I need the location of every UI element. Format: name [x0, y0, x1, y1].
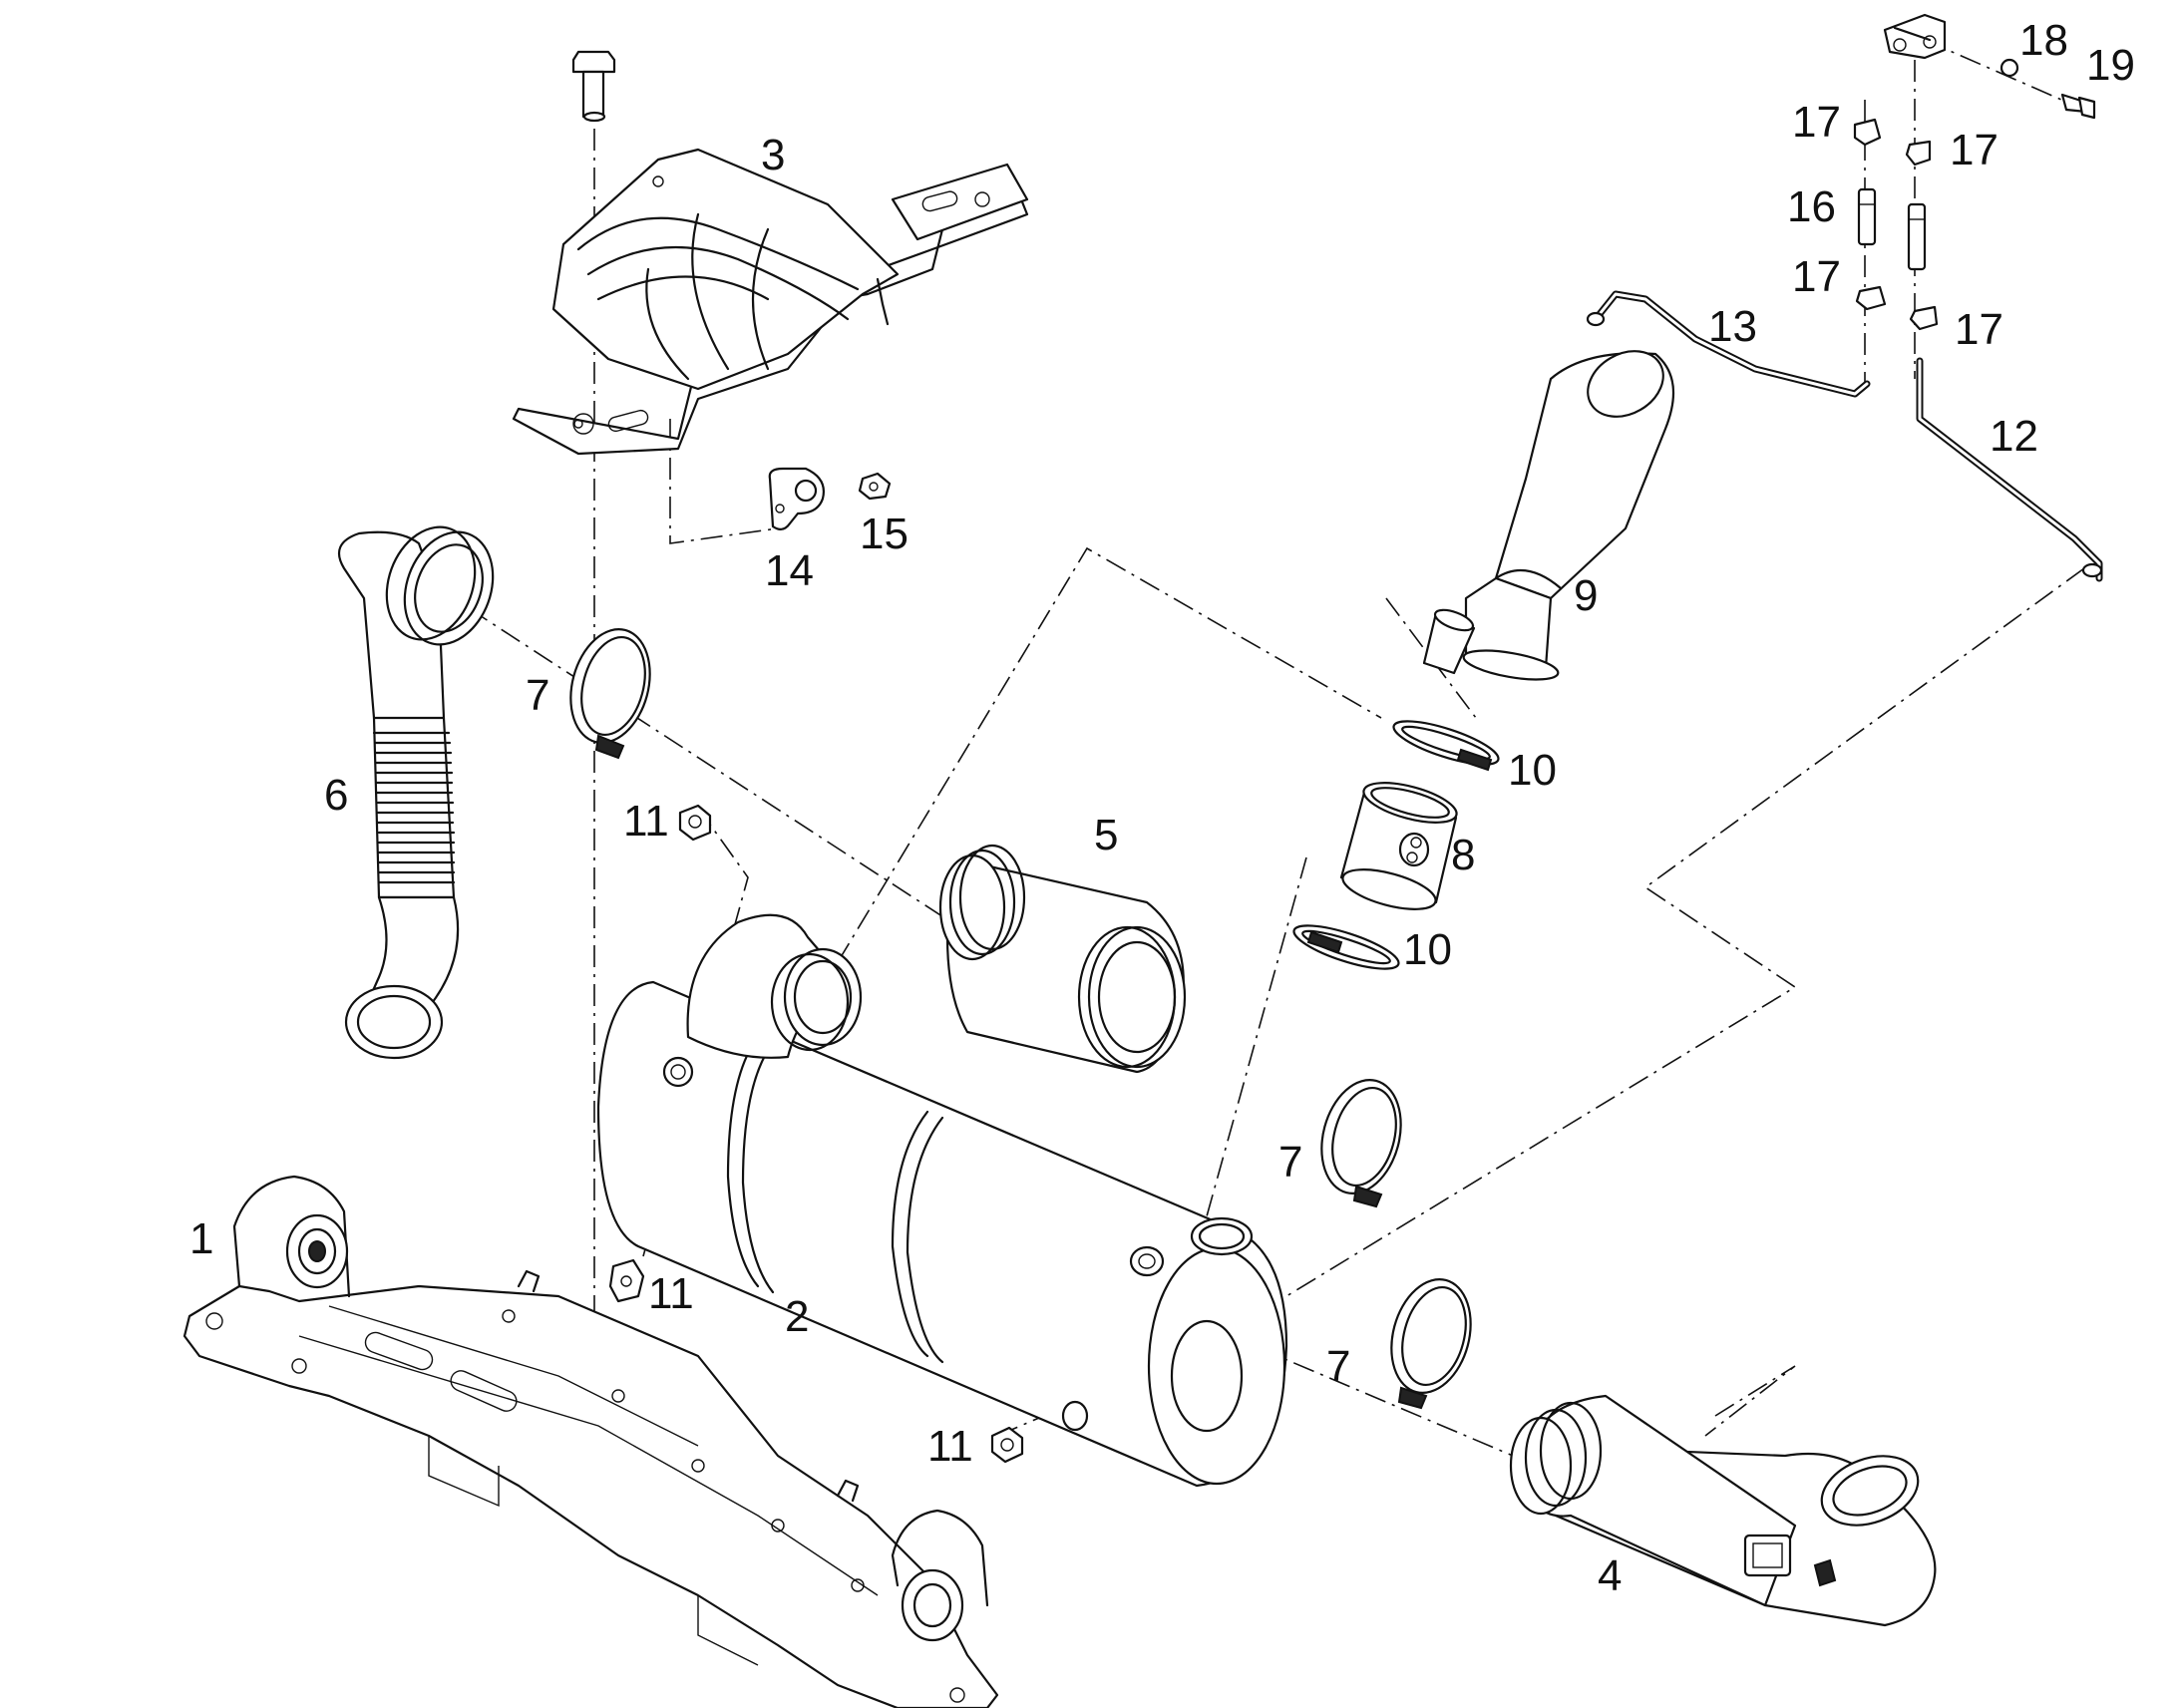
callout-4: 4 [1598, 1551, 1622, 1600]
callout-17-lower-right: 17 [1955, 305, 2003, 354]
dpf-canister-body [596, 913, 1288, 1488]
callout-12: 12 [1990, 412, 2038, 461]
nut-lower-left [608, 1258, 645, 1303]
callout-10-upper: 10 [1508, 746, 1557, 795]
callout-7-middle: 7 [1278, 1138, 1302, 1187]
outlet-elbow-pipe [1509, 1394, 1937, 1627]
screw-19 [2060, 93, 2096, 120]
callout-9: 9 [1574, 571, 1598, 620]
callout-6: 6 [324, 771, 348, 820]
filter-module [938, 844, 1187, 1074]
callout-18: 18 [2019, 16, 2068, 65]
hose-fitting-17-lower-right [1909, 305, 1939, 331]
hose-fitting-17-upper-left [1853, 118, 1882, 147]
callout-19: 19 [2086, 41, 2135, 90]
heat-shield-support [512, 148, 1029, 456]
mixer-tail-pipe [1422, 350, 1675, 681]
callout-1: 1 [189, 1214, 213, 1263]
callout-11-middle: 11 [648, 1269, 694, 1318]
band-clamp-upper [1392, 720, 1500, 772]
clip-screw [858, 472, 892, 501]
callout-16: 16 [1787, 182, 1836, 231]
sensor-tube-13 [1586, 290, 1871, 398]
pressure-sensor [1883, 13, 1947, 60]
hose-16-left [1857, 187, 1877, 246]
v-band-clamp-upper [569, 628, 651, 760]
hose-fitting-17-lower-left [1855, 285, 1887, 311]
hose-fitting-17-upper-right [1905, 140, 1932, 167]
callout-10-lower: 10 [1403, 925, 1452, 974]
nut-lower-center [990, 1426, 1024, 1464]
callout-17-upper-left: 17 [1792, 98, 1841, 147]
callout-2: 2 [785, 1292, 809, 1341]
callout-11-lower: 11 [927, 1422, 973, 1471]
nut-upper-left [678, 804, 712, 842]
callout-3: 3 [761, 131, 785, 179]
callout-5: 5 [1094, 811, 1118, 859]
bolt-fastener-top [571, 50, 616, 123]
sensor-adapter-ring [1339, 782, 1458, 910]
mounting-bracket-frame [182, 1175, 999, 1708]
washer-18 [1999, 58, 2019, 78]
callout-13: 13 [1708, 302, 1757, 351]
flex-bellows [372, 731, 456, 884]
band-clamp-lower [1292, 924, 1400, 970]
p-clip [768, 467, 825, 530]
callout-17-lower-left: 17 [1792, 252, 1841, 301]
callout-8: 8 [1451, 831, 1475, 879]
callout-17-upper-right: 17 [1950, 126, 1998, 174]
v-band-clamp-middle [1320, 1079, 1402, 1208]
sensor-tube-12 [1916, 357, 2103, 582]
hose-16-right [1907, 202, 1927, 271]
flex-inlet-pipe [337, 525, 495, 1060]
callout-11-upper: 11 [623, 797, 669, 846]
v-band-clamp-lower [1390, 1278, 1472, 1410]
callout-7-lower: 7 [1326, 1342, 1350, 1391]
callout-15: 15 [860, 510, 908, 558]
callout-7-upper: 7 [526, 671, 549, 720]
callout-14: 14 [765, 546, 814, 595]
callout-labels: 1 2 3 4 5 6 7 7 7 8 9 10 10 11 11 11 12 … [189, 16, 2135, 1600]
